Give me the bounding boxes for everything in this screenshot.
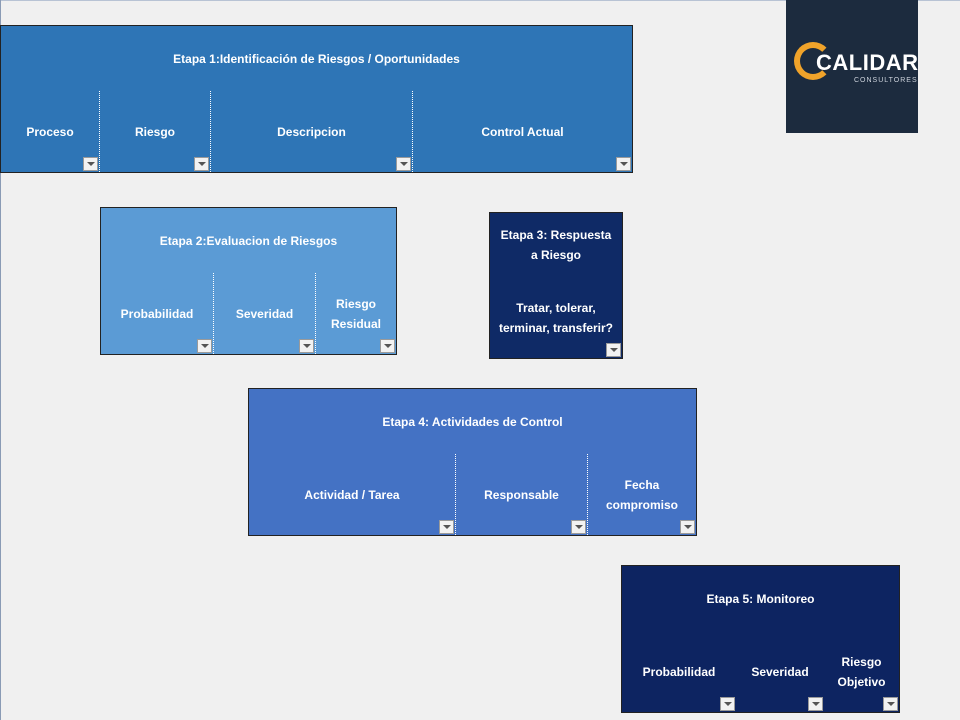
stage4-col-label: Responsable [484, 487, 559, 502]
stage4-title: Etapa 4: Actividades de Control [249, 389, 696, 455]
stage1-col-control-actual: Control Actual [413, 91, 632, 172]
stage5-col-probabilidad: Probabilidad [622, 631, 736, 712]
filter-dropdown-button[interactable] [808, 697, 823, 711]
stage3-table: Etapa 3: Respuesta a Riesgo Tratar, tole… [489, 212, 623, 359]
stage5-col-severidad: Severidad [736, 631, 824, 712]
stage1-table: Etapa 1:Identificación de Riesgos / Opor… [0, 25, 633, 173]
stage3-col-label: Tratar, tolerar, terminar, transferir? [498, 300, 614, 335]
stage4-table: Etapa 4: Actividades de Control Activida… [248, 388, 697, 536]
stage4-col-fecha-compromiso: Fecha compromiso [588, 454, 696, 535]
stage1-col-riesgo: Riesgo [100, 91, 211, 172]
filter-dropdown-button[interactable] [616, 157, 631, 171]
stage1-col-proceso: Proceso [1, 91, 100, 172]
filter-dropdown-button[interactable] [571, 520, 586, 534]
stage4-col-label: Fecha compromiso [605, 477, 678, 512]
filter-dropdown-button[interactable] [680, 520, 695, 534]
stage4-col-responsable: Responsable [456, 454, 588, 535]
stage1-col-descripcion: Descripcion [211, 91, 413, 172]
logo-name: CALIDAR [816, 50, 919, 75]
filter-dropdown-button[interactable] [720, 697, 735, 711]
logo-ring-icon [794, 42, 832, 80]
stage1-col-label: Riesgo [134, 124, 175, 139]
stage4-col-label: Actividad / Tarea [304, 487, 400, 502]
stage2-col-label: Probabilidad [120, 306, 194, 321]
stage1-col-label: Descripcion [277, 124, 346, 139]
stage2-col-label: Riesgo Residual [330, 296, 381, 331]
stage4-col-actividad: Actividad / Tarea [249, 454, 456, 535]
stage5-col-label: Severidad [751, 664, 809, 679]
sheet-top-border [0, 0, 960, 1]
stage5-col-riesgo-objetivo: Riesgo Objetivo [824, 631, 899, 712]
filter-dropdown-button[interactable] [396, 157, 411, 171]
stage1-col-label: Control Actual [481, 124, 564, 139]
stage2-col-label: Severidad [235, 306, 294, 321]
filter-dropdown-button[interactable] [439, 520, 454, 534]
stage3-title: Etapa 3: Respuesta a Riesgo [490, 213, 622, 278]
stage2-table: Etapa 2:Evaluacion de Riesgos Probabilid… [100, 207, 397, 355]
stage5-table: Etapa 5: Monitoreo Probabilidad Severida… [621, 565, 900, 713]
stage5-title: Etapa 5: Monitoreo [622, 566, 899, 632]
stage3-col-respuesta: Tratar, tolerar, terminar, transferir? [490, 277, 622, 358]
filter-dropdown-button[interactable] [299, 339, 314, 353]
filter-dropdown-button[interactable] [380, 339, 395, 353]
filter-dropdown-button[interactable] [83, 157, 98, 171]
stage2-col-riesgo-residual: Riesgo Residual [316, 273, 396, 354]
stage2-col-severidad: Severidad [214, 273, 316, 354]
stage2-title: Etapa 2:Evaluacion de Riesgos [101, 208, 396, 274]
stage5-col-label: Probabilidad [642, 664, 716, 679]
filter-dropdown-button[interactable] [197, 339, 212, 353]
stage1-col-label: Proceso [26, 124, 74, 139]
logo-subtitle: CONSULTORES [854, 77, 918, 84]
filter-dropdown-button[interactable] [883, 697, 898, 711]
sheet-left-border [0, 0, 1, 720]
stage2-col-probabilidad: Probabilidad [101, 273, 214, 354]
stage5-col-label: Riesgo Objetivo [837, 654, 886, 689]
filter-dropdown-button[interactable] [606, 343, 621, 357]
filter-dropdown-button[interactable] [194, 157, 209, 171]
stage1-title: Etapa 1:Identificación de Riesgos / Opor… [1, 26, 632, 92]
calidar-logo: CALIDAR CONSULTORES [786, 0, 918, 133]
